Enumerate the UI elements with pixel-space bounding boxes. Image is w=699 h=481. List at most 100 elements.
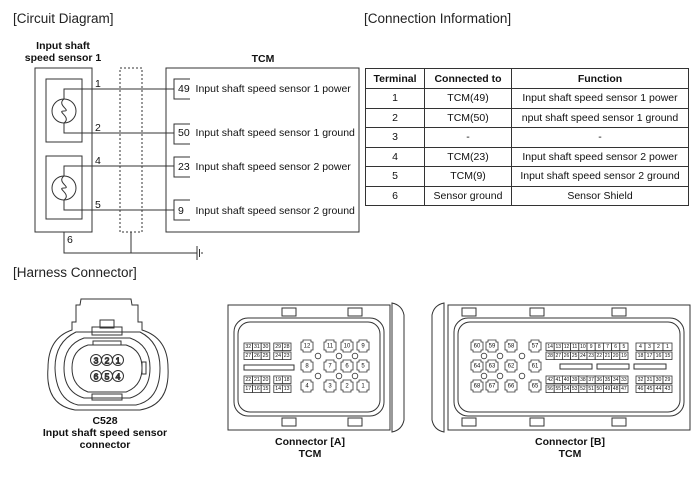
connector-a-small-pin-number: 17 <box>245 386 251 392</box>
sensor-label-line2: speed sensor 1 <box>24 52 102 64</box>
connector-b-small-pin-number: 32 <box>638 377 644 383</box>
connector-hole <box>496 352 504 360</box>
connector-b-large-pin <box>528 379 542 393</box>
wire-pin1 <box>63 88 174 99</box>
connector-b-small-pin-number: 24 <box>580 353 586 359</box>
connector-a-large-pin <box>340 339 354 353</box>
connector-b-small-pin-number: 48 <box>613 386 619 392</box>
c528-housing <box>47 298 169 411</box>
sensor-pin-number: 6 <box>67 234 73 246</box>
connector-b-subtitle: TCM <box>558 448 582 460</box>
c528-code: C528 <box>92 415 118 427</box>
connector-a-slot <box>243 364 295 371</box>
connector-b-small-pin-number: 35 <box>605 377 611 383</box>
connector-a-housing <box>227 304 391 431</box>
connector-b-small-pin-number: 43 <box>665 386 671 392</box>
tcm-pin-number: 23 <box>178 161 190 173</box>
connector-b-small-pin-number: 18 <box>638 353 644 359</box>
connector-b-small-pin <box>662 384 673 393</box>
connector-b-small-pin-number: 53 <box>572 386 578 392</box>
connector-hole <box>480 372 488 380</box>
connector-b-small-pin <box>662 351 673 360</box>
header-terminal: Terminal <box>365 68 425 89</box>
connector-b-small-pin-number: 3 <box>648 344 651 350</box>
wire-pin5 <box>63 200 174 211</box>
connector-a-large-pin-number: 12 <box>304 344 311 350</box>
connector-b-small-pin-number: 10 <box>580 344 586 350</box>
connector-b-large-pin-number: 60 <box>474 344 481 350</box>
connector-a-small-pin <box>260 384 271 393</box>
connector-b-small-pin-number: 36 <box>597 377 603 383</box>
connector-b-small-pin-number: 26 <box>564 353 570 359</box>
connector-b-small-pin-number: 47 <box>621 386 627 392</box>
connector-a-large-pin <box>300 339 314 353</box>
connector-b-large-pin <box>470 359 484 373</box>
c528-pin-number: 3 <box>94 356 99 366</box>
sensor-1-box <box>45 78 83 143</box>
connector-b-large-pin-number: 63 <box>489 364 496 370</box>
connector-b-small-pin-number: 52 <box>580 386 586 392</box>
tcm-label: TCM <box>251 53 275 65</box>
connector-b-small-pin-number: 21 <box>605 353 611 359</box>
c528-pin-number: 4 <box>116 372 121 382</box>
connector-b-small-pin-number: 31 <box>647 377 653 383</box>
c528-pin <box>112 354 124 366</box>
connector-b-small-pin-number: 29 <box>665 377 671 383</box>
connector-hole <box>351 372 359 380</box>
connector-b-housing <box>447 304 691 431</box>
connector-a-large-pin <box>356 359 370 373</box>
connector-a-large-pin-number: 3 <box>328 384 332 390</box>
connector-a-small-pin <box>260 375 271 384</box>
connector-hole <box>335 372 343 380</box>
connector-a-large-pin <box>300 359 314 373</box>
connector-a-large-pin-number: 1 <box>361 384 365 390</box>
connector-b-small-pin <box>619 384 629 393</box>
connector-b-large-pin <box>504 339 518 353</box>
connector-hole <box>496 372 504 380</box>
cell-function: Input shaft speed sensor 1 power <box>511 88 689 109</box>
connector-b-small-pin-number: 44 <box>656 386 662 392</box>
connector-a-large-pin <box>323 359 337 373</box>
cell-terminal: 6 <box>365 185 425 206</box>
connector-b-large-pin <box>528 339 542 353</box>
connector-a-small-pin-number: 23 <box>284 353 290 359</box>
tcm-pin-row: 23 Input shaft speed sensor 2 power <box>178 161 351 173</box>
connector-a-small-pin-number: 21 <box>254 377 260 383</box>
connector-a-title: Connector [A] <box>275 436 345 448</box>
c528-pin-number: 5 <box>105 372 110 382</box>
c528-caption: C528 Input shaft speed sensor connector <box>30 415 180 451</box>
connector-a-small-pin-number: 26 <box>254 353 260 359</box>
connector-b-small-pin <box>662 342 673 351</box>
connector-a-large-pin-number: 11 <box>327 344 334 350</box>
connector-b-small-pin-number: 55 <box>556 386 562 392</box>
tcm-pin-bracket <box>173 78 190 100</box>
connector-b-small-pin-number: 51 <box>588 386 594 392</box>
connector-b-large-pin-number: 64 <box>474 364 481 370</box>
sine-icon <box>61 98 67 124</box>
connector-a-small-pin-number: 19 <box>275 377 281 383</box>
connector-b-small-pin-number: 16 <box>656 353 662 359</box>
c528-pin-number: 2 <box>105 356 110 366</box>
connector-a-large-pin <box>323 339 337 353</box>
connector-b-large-pin-number: 68 <box>474 384 481 390</box>
connector-b-small-pin-number: 50 <box>597 386 603 392</box>
connector-a-large-pin-number: 5 <box>361 364 365 370</box>
sensor-pin-number: 4 <box>95 155 101 167</box>
connector-a-large-pin <box>340 359 354 373</box>
connector-b-large-pin <box>485 379 499 393</box>
cell-function: Input shaft speed sensor 2 ground <box>511 166 689 187</box>
connector-a-small-pin-number: 15 <box>263 386 269 392</box>
tcm-pin-number: 49 <box>178 83 190 95</box>
connector-b-small-pin <box>619 342 629 351</box>
connector-a-large-pin-number: 9 <box>361 344 365 350</box>
connector-b-small-pin-number: 20 <box>613 353 619 359</box>
harness-connector-title: [Harness Connector] <box>13 265 137 280</box>
connector-a-large-pin-number: 7 <box>328 364 332 370</box>
tcm-pin-label: Input shaft speed sensor 1 power <box>195 83 351 95</box>
sensor-pin-number: 5 <box>95 199 101 211</box>
tcm-pin-row: 50 Input shaft speed sensor 1 ground <box>178 127 355 139</box>
